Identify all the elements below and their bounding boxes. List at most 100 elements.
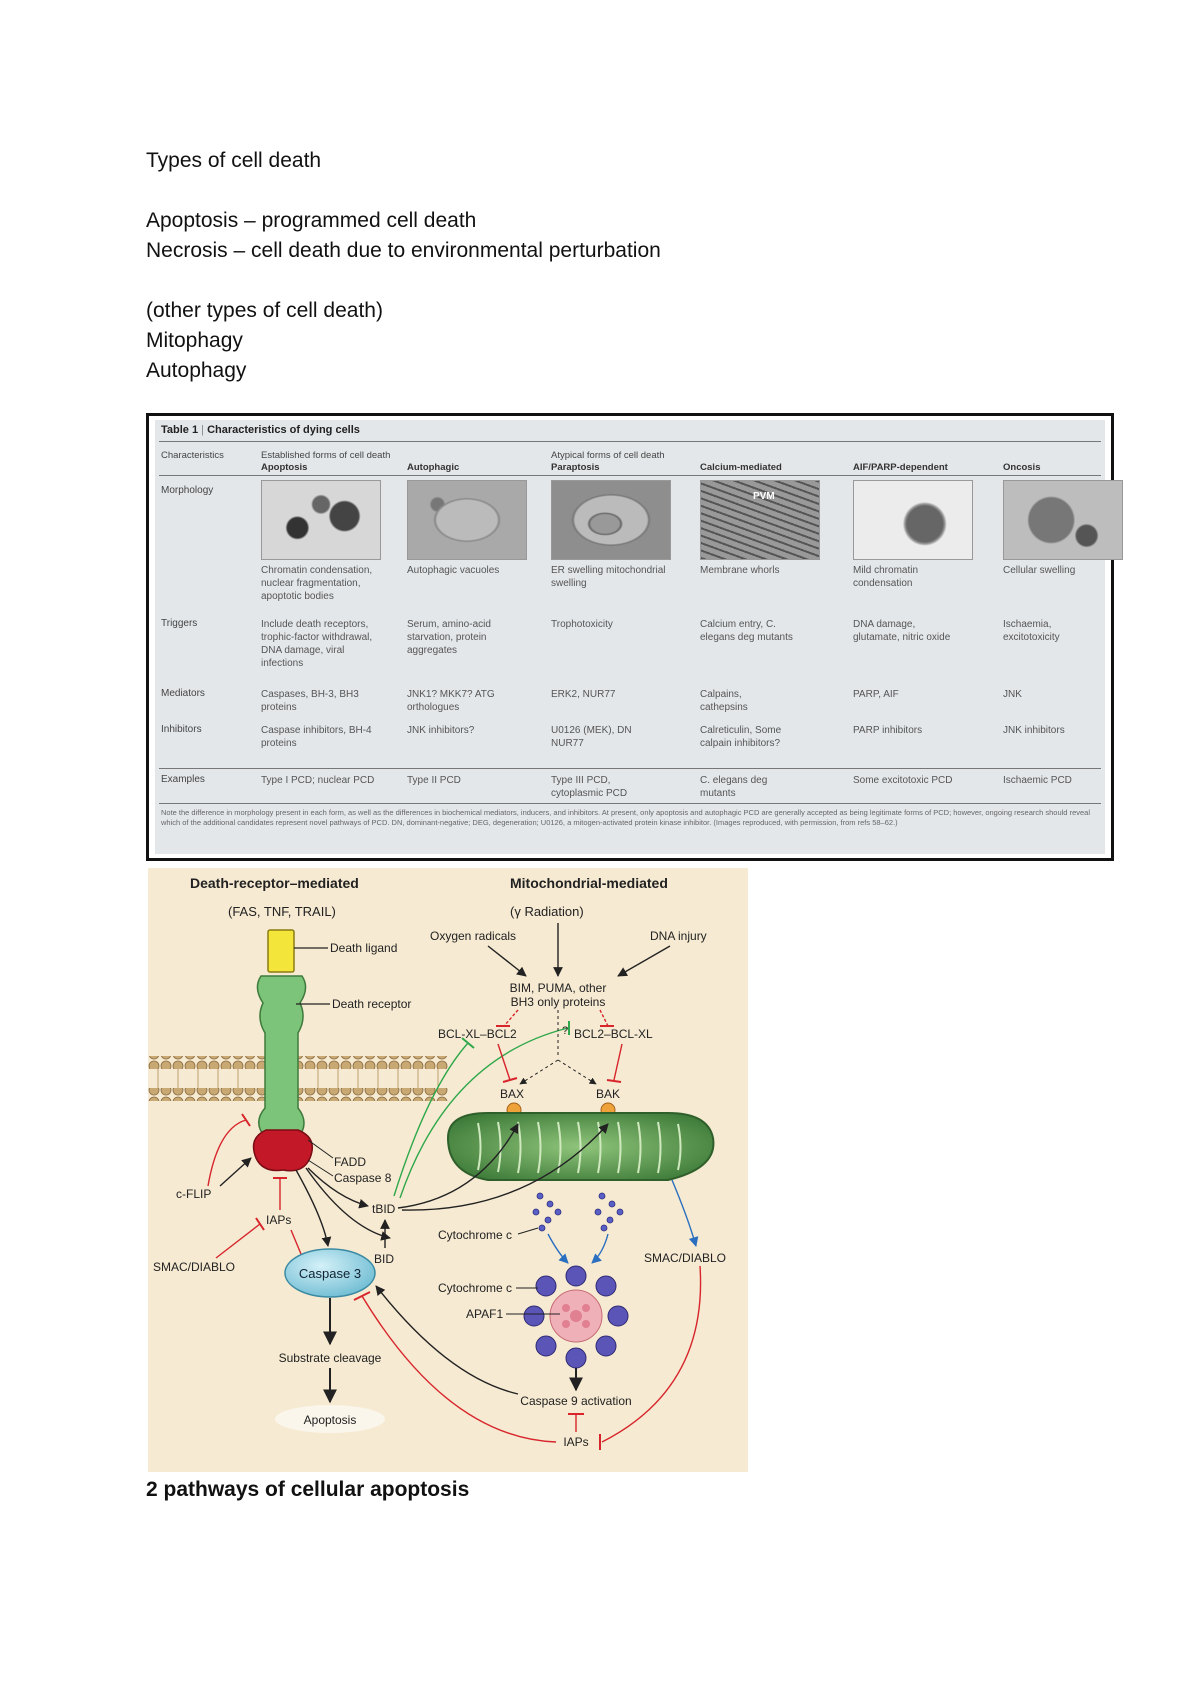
inhibitors-apoptosis: Caspase inhibitors, BH-4 proteins [261, 725, 372, 749]
examples-apoptosis: Type I PCD; nuclear PCD [261, 775, 375, 786]
oxygen-radicals-label: Oxygen radicals [430, 929, 516, 943]
table-body: Table 1 | Characteristics of dying cells… [155, 420, 1123, 854]
inhibitors-oncosis: JNK inhibitors [1003, 725, 1065, 736]
death-ligand-label: Death ligand [330, 941, 397, 955]
triggers-apoptosis: Include death receptors, trophic-factor … [261, 619, 373, 669]
inhibitors-paraptosis: U0126 (MEK), DN NUR77 [551, 725, 632, 749]
cytochrome-c-label-1: Cytochrome c [438, 1228, 512, 1242]
triggers-oncosis: Ischaemia, excitotoxicity [1003, 619, 1060, 643]
micrograph-calcium: PVM [700, 480, 820, 560]
triggers-aif-parp: DNA damage, glutamate, nitric oxide [853, 619, 951, 643]
caspase8-shape [252, 1129, 313, 1172]
death-ligand-shape [267, 929, 295, 973]
mediators-aif-parp: PARP, AIF [853, 689, 899, 700]
inhibitors-aif-parp: PARP inhibitors [853, 725, 923, 736]
column-apoptosis: Apoptosis [261, 462, 308, 473]
bclxl-bcl2-label: BCL-XL–BCL2 [438, 1027, 517, 1041]
caspase3-label: Caspase 3 [299, 1266, 361, 1281]
ligands-label: (FAS, TNF, TRAIL) [228, 904, 336, 919]
mediators-autophagic: JNK1? MKK7? ATG orthologues [407, 689, 495, 713]
necrosis-line: Necrosis – cell death due to environment… [146, 239, 661, 262]
micrograph-paraptosis [551, 480, 671, 560]
bak-label: BAK [596, 1087, 620, 1101]
smac-left-label: SMAC/DIABLO [153, 1260, 235, 1274]
examples-calcium: C. elegans deg mutants [700, 775, 768, 799]
autophagy-line: Autophagy [146, 359, 247, 382]
triggers-autophagic: Serum, amino-acid starvation, protein ag… [407, 619, 491, 656]
row-label-inhibitors: Inhibitors [161, 724, 202, 735]
morphology-apoptosis: Chromatin condensation, nuclear fragment… [261, 565, 373, 602]
other-types-line: (other types of cell death) [146, 299, 383, 322]
apaf1-label: APAF1 [466, 1307, 503, 1321]
micrograph-aif-parp [853, 480, 973, 560]
column-aif-parp: AIF/PARP-dependent [853, 462, 948, 473]
table-footnote: Note the difference in morphology presen… [161, 808, 1090, 827]
apoptosis-pathway-diagram: Death-receptor–mediated Mitochondrial-me… [148, 868, 748, 1472]
bh3-label-2: BH3 only proteins [511, 995, 606, 1009]
mitochondrion [446, 1112, 715, 1181]
cflip-label: c-FLIP [176, 1187, 211, 1201]
examples-paraptosis: Type III PCD, cytoplasmic PCD [551, 775, 628, 799]
apoptosis-line: Apoptosis – programmed cell death [146, 209, 477, 232]
radiation-label: (γ Radiation) [510, 904, 584, 919]
mediators-oncosis: JNK [1003, 689, 1022, 700]
inhibitors-calcium: Calreticulin, Some calpain inhibitors? [700, 725, 782, 749]
bid-label: BID [374, 1252, 394, 1266]
table-title: Table 1 | Characteristics of dying cells [161, 424, 360, 436]
row-label-examples: Examples [161, 774, 205, 785]
apoptosome [523, 1265, 629, 1369]
header-established: Established forms of cell death [261, 450, 391, 461]
apoptosis-label: Apoptosis [304, 1413, 357, 1427]
fadd-label: FADD [334, 1155, 366, 1169]
cytochrome-c-label-2: Cytochrome c [438, 1281, 512, 1295]
mitophagy-line: Mitophagy [146, 329, 243, 352]
header-characteristics: Characteristics [161, 450, 224, 461]
cell-death-table-figure: Table 1 | Characteristics of dying cells… [146, 413, 1123, 861]
morphology-autophagic: Autophagic vacuoles [407, 565, 500, 576]
bax-label: BAX [500, 1087, 524, 1101]
title-mitochondrial: Mitochondrial-mediated [510, 875, 668, 891]
row-label-mediators: Mediators [161, 688, 205, 699]
notes-section: Types of cell death Apoptosis – programm… [146, 146, 661, 386]
triggers-paraptosis: Trophotoxicity [551, 619, 613, 630]
dna-injury-label: DNA injury [650, 929, 707, 943]
examples-autophagic: Type II PCD [407, 775, 461, 786]
table-title-text: Characteristics of dying cells [207, 424, 360, 436]
column-calcium-mediated: Calcium-mediated [700, 462, 782, 473]
iaps-right-label: IAPs [563, 1435, 588, 1449]
column-oncosis: Oncosis [1003, 462, 1041, 473]
morphology-paraptosis: ER swelling mitochondrial swelling [551, 565, 666, 589]
column-paraptosis: Paraptosis [551, 462, 600, 473]
death-receptor-shape [256, 975, 307, 1139]
inhibitors-autophagic: JNK inhibitors? [407, 725, 475, 736]
bh3-label-1: BIM, PUMA, other [510, 981, 607, 995]
figure-caption: 2 pathways of cellular apoptosis [146, 1478, 470, 1501]
mediators-calcium: Calpains, cathepsins [700, 689, 748, 713]
death-receptor-label: Death receptor [332, 997, 411, 1011]
mediators-apoptosis: Caspases, BH-3, BH3 proteins [261, 689, 359, 713]
examples-aif-parp: Some excitotoxic PCD [853, 775, 953, 786]
caspase9-label: Caspase 9 activation [520, 1394, 631, 1408]
micrograph-oncosis [1003, 480, 1123, 560]
substrate-label: Substrate cleavage [279, 1351, 382, 1365]
question-mark: ? [562, 1025, 568, 1037]
column-autophagic: Autophagic [407, 462, 460, 473]
caspase8-label: Caspase 8 [334, 1171, 392, 1185]
notes-heading: Types of cell death [146, 149, 322, 172]
table-number: Table 1 [161, 424, 199, 436]
micrograph-autophagic [407, 480, 527, 560]
mediators-paraptosis: ERK2, NUR77 [551, 689, 616, 700]
smac-right-label: SMAC/DIABLO [644, 1251, 726, 1265]
row-label-morphology: Morphology [161, 485, 214, 496]
header-atypical: Atypical forms of cell death [551, 450, 665, 461]
title-death-receptor: Death-receptor–mediated [190, 875, 359, 891]
cytochrome-c-particles [532, 1192, 624, 1232]
bcl2-bclxl-label: BCL2–BCL-XL [574, 1027, 653, 1041]
triggers-calcium: Calcium entry, C. elegans deg mutants [700, 619, 793, 643]
table-title-separator: | [201, 424, 205, 436]
morphology-aif-parp: Mild chromatin condensation [853, 565, 919, 589]
morphology-oncosis: Cellular swelling [1003, 565, 1076, 576]
iaps-left-label: IAPs [266, 1213, 291, 1227]
caspase3-shape [284, 1248, 376, 1298]
morphology-calcium: Membrane whorls [700, 565, 780, 576]
